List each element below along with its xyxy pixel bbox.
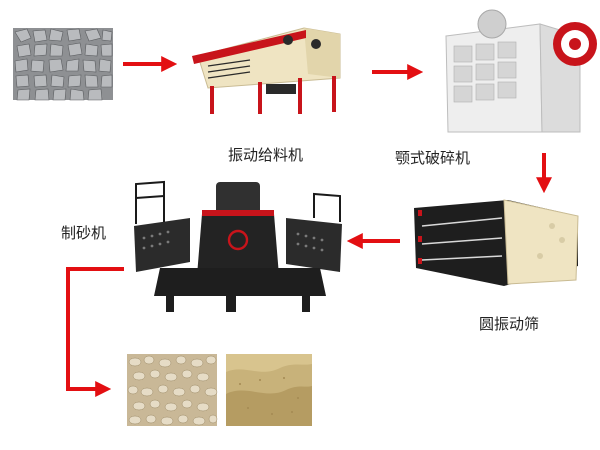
- node-label-circular-vibrating-screen: 圆振动筛: [479, 315, 540, 333]
- arrow-sandmaker-to-product: [66, 267, 124, 397]
- node-label-vibrating-feeder: 振动给料机: [228, 146, 304, 164]
- jaw-crusher-image: [445, 9, 597, 133]
- circular-vibrating-screen-image: [414, 199, 579, 286]
- node-label-sand-making-machine: 制砂机: [61, 224, 107, 242]
- product-gravel-image: [127, 354, 218, 426]
- product-sand-image: [226, 354, 312, 426]
- sand-making-machine-image: [134, 180, 342, 312]
- node-label-jaw-crusher: 颚式破碎机: [395, 149, 471, 167]
- vibrating-feeder-image: [192, 27, 341, 114]
- raw-stone-image: [13, 28, 113, 101]
